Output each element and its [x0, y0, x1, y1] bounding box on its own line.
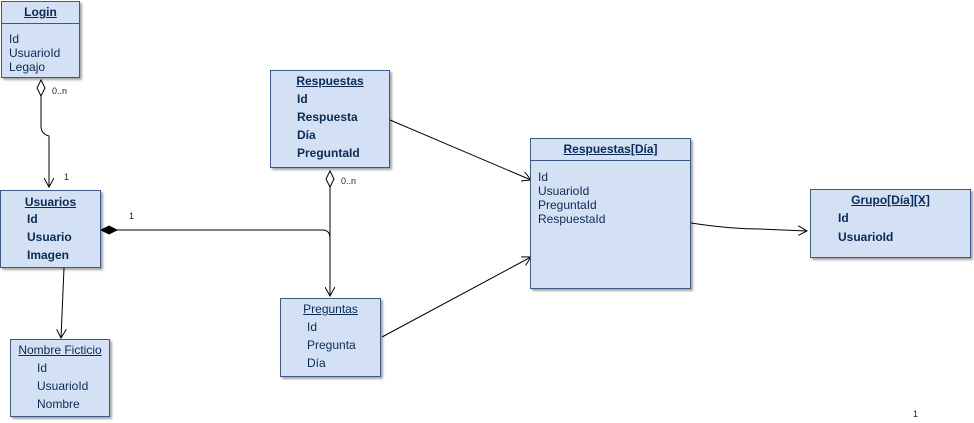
edge-respuestas-respuestasdia	[389, 119, 531, 180]
multiplicity-label: 0..n	[341, 176, 357, 186]
entity-title: Respuestas	[296, 74, 364, 88]
entity-title: Nombre Ficticio	[18, 343, 102, 357]
attribute: Usuario	[27, 230, 72, 244]
attribute: Día	[297, 128, 316, 142]
edge-usuarios-preguntas	[117, 229, 330, 296]
attribute: Imagen	[27, 248, 70, 262]
attribute: Id	[27, 212, 38, 226]
attribute: Id	[9, 32, 20, 46]
entity-login[interactable]: Login Id UsuarioId Legajo	[1, 1, 80, 78]
entity-title: Grupo[Día][X]	[851, 193, 930, 207]
edge-usuarios-nombre-ficticio	[61, 267, 64, 338]
divider	[531, 160, 690, 161]
attribute: UsuarioId	[838, 230, 894, 244]
attribute: Id	[297, 92, 308, 106]
attribute: Legajo	[9, 60, 46, 74]
entity-respuestas-dia[interactable]: Respuestas[Día] Id UsuarioId PreguntaId …	[530, 138, 691, 289]
divider	[2, 23, 79, 24]
entity-preguntas[interactable]: Preguntas Id Pregunta Día	[280, 298, 381, 377]
attribute: Pregunta	[307, 338, 356, 352]
multiplicity-label: 1	[64, 172, 70, 182]
filled-diamond-icon	[99, 225, 119, 235]
edge-preguntas-respuestasdia	[381, 257, 531, 338]
attribute: PreguntaId	[297, 146, 360, 160]
attribute: Id	[37, 361, 48, 375]
attribute: Día	[307, 356, 326, 370]
entity-title: Login	[24, 5, 57, 19]
attribute: UsuarioId	[9, 46, 61, 60]
multiplicity-label: 1	[129, 211, 135, 221]
attribute: Id	[538, 170, 549, 184]
edge-respuestasdia-grupo	[690, 222, 807, 231]
entity-title: Respuestas[Día]	[563, 142, 658, 156]
entity-title: Preguntas	[303, 302, 358, 316]
attribute: RespuestaId	[538, 212, 606, 226]
attribute: PreguntaId	[538, 198, 597, 212]
attribute: Id	[307, 320, 318, 334]
attribute: UsuarioId	[37, 379, 89, 393]
attribute: UsuarioId	[538, 184, 590, 198]
hollow-diamond-icon	[36, 78, 46, 98]
attribute: Id	[838, 211, 849, 225]
entity-nombre-ficticio[interactable]: Nombre Ficticio Id UsuarioId Nombre	[10, 339, 110, 417]
edge-login-usuarios	[40, 96, 49, 187]
entity-respuestas[interactable]: Respuestas Id Respuesta Día PreguntaId	[270, 70, 390, 168]
attribute: Respuesta	[297, 110, 358, 124]
entity-grupo[interactable]: Grupo[Día][X] Id UsuarioId	[810, 189, 971, 258]
hollow-diamond-icon	[325, 169, 335, 189]
attribute: Nombre	[37, 397, 80, 411]
entity-usuarios[interactable]: Usuarios Id Usuario Imagen	[0, 190, 101, 268]
multiplicity-label: 1	[913, 409, 919, 419]
multiplicity-label: 0..n	[52, 86, 68, 96]
entity-title: Usuarios	[24, 195, 77, 209]
